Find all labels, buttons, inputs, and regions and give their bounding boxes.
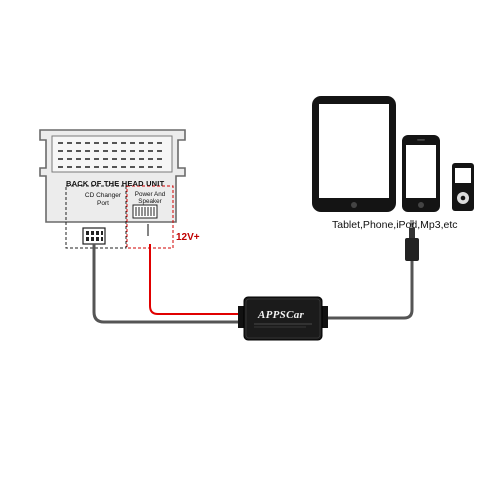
aux-jack-icon xyxy=(405,220,419,261)
vent-slot xyxy=(67,150,72,152)
vent-slot xyxy=(130,166,135,168)
tablet-icon xyxy=(312,96,396,212)
vent-slot xyxy=(139,158,144,160)
vent-slot xyxy=(103,142,108,144)
vent-slot xyxy=(139,166,144,168)
mp3-player-icon xyxy=(452,163,474,211)
power-wire-label: 12V+ xyxy=(176,232,200,243)
vent-slot xyxy=(130,158,135,160)
power-wire xyxy=(149,244,244,315)
vent-slot xyxy=(157,166,162,168)
head-unit-title: BACK OF THE HEAD UNIT xyxy=(66,179,165,188)
vent-slot xyxy=(58,158,63,160)
aux-cable xyxy=(324,260,414,320)
vent-slot xyxy=(121,166,126,168)
vent-slot xyxy=(103,150,108,152)
vent-slot xyxy=(148,142,153,144)
vent-slot xyxy=(130,150,135,152)
vent-slot xyxy=(67,166,72,168)
vent-slot xyxy=(85,158,90,160)
vent-slot xyxy=(139,150,144,152)
vent-slot xyxy=(130,142,135,144)
cd-changer-port-label: CD Changer Port xyxy=(84,192,122,207)
vent-slot xyxy=(112,158,117,160)
cd-changer-port-box xyxy=(65,185,127,249)
vent-slot xyxy=(67,142,72,144)
vent-slot xyxy=(103,166,108,168)
vent-slot xyxy=(148,150,153,152)
vent-slot xyxy=(94,166,99,168)
vent-slot xyxy=(121,158,126,160)
devices-label: Tablet,Phone,iPod,Mp3,etc xyxy=(332,219,458,231)
power-speaker-connector xyxy=(132,204,158,236)
vent-slot xyxy=(85,166,90,168)
vent-slot xyxy=(157,142,162,144)
vent-slot xyxy=(58,166,63,168)
head-unit-icon xyxy=(39,129,186,223)
vent-slot xyxy=(112,142,117,144)
phone-icon xyxy=(402,135,440,212)
vent-slot xyxy=(94,150,99,152)
vent-slot xyxy=(58,142,63,144)
vent-slot xyxy=(94,142,99,144)
vent-slot xyxy=(76,166,81,168)
vent-slot xyxy=(121,150,126,152)
vent-slot xyxy=(67,158,72,160)
vent-slot xyxy=(76,150,81,152)
vent-slot xyxy=(148,158,153,160)
vent-slot xyxy=(103,158,108,160)
vent-slot xyxy=(157,158,162,160)
vent-slot xyxy=(85,150,90,152)
vent-slot xyxy=(139,142,144,144)
vent-slot xyxy=(157,150,162,152)
vent-slot xyxy=(112,150,117,152)
vent-slot xyxy=(112,166,117,168)
cd-changer-cable xyxy=(92,244,244,324)
cd-changer-connector xyxy=(82,227,106,245)
adapter-brand-logo: APPSCar xyxy=(258,309,305,321)
vent-slot xyxy=(76,142,81,144)
adapter-box-icon xyxy=(238,296,328,341)
vent-slot xyxy=(85,142,90,144)
power-speaker-label: Power And Speaker xyxy=(134,191,166,206)
vent-slot xyxy=(148,166,153,168)
vent-slot xyxy=(76,158,81,160)
vent-slot xyxy=(121,142,126,144)
vent-slot xyxy=(58,150,63,152)
vent-slot xyxy=(94,158,99,160)
